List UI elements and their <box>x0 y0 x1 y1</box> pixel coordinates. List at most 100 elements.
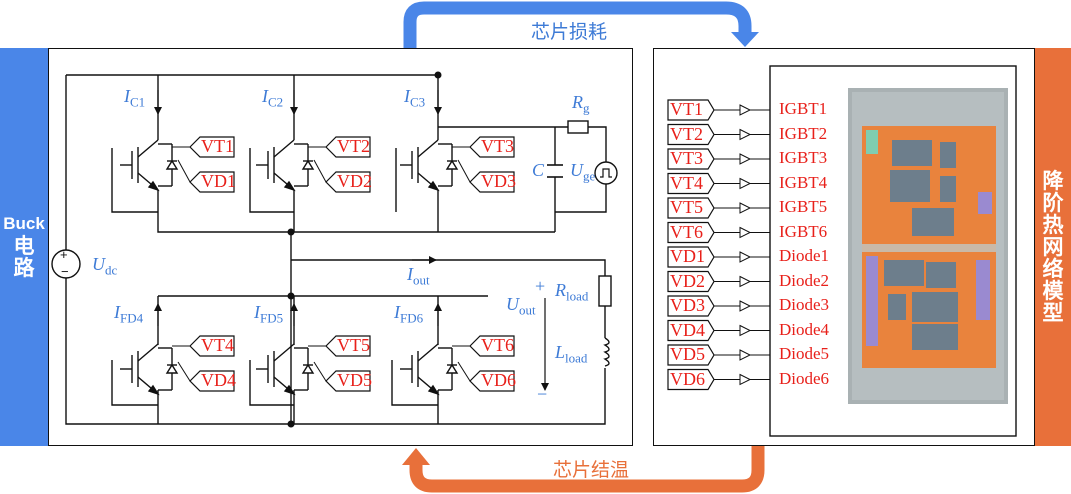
diode-current-6-symbol: I <box>394 302 400 322</box>
thermal-input-box-12 <box>667 368 715 391</box>
udc-label-symbol: U <box>92 254 105 274</box>
thermal-model-label-char: 型 <box>1042 301 1064 326</box>
uge-source-symbol <box>594 161 618 185</box>
thermal-input-label: VD1 <box>670 246 705 266</box>
uout-label: Uout <box>506 294 536 319</box>
thermal-input-box-10 <box>667 319 715 342</box>
lower-igbt-4 <box>120 343 179 396</box>
chip-loss-arrow <box>403 1 752 48</box>
thermal-input-box-5 <box>667 197 715 219</box>
thermal-input-label: VD5 <box>670 344 705 364</box>
lower-vt-6-label: VT6 <box>481 335 514 355</box>
upper-vt-1-box <box>189 136 235 158</box>
upper-igbt-2 <box>256 139 315 192</box>
diode-current-5: IFD5 <box>254 302 283 327</box>
iout-label-subscript: out <box>413 272 430 288</box>
lower-vt-5-label: VT5 <box>337 335 370 355</box>
rload-label: Rload <box>555 280 588 305</box>
buck-label-char-1: 电 <box>13 233 35 258</box>
thermal-input-label: VT1 <box>670 99 703 119</box>
thermal-input-arrow-6 <box>739 226 752 239</box>
current-arrows <box>154 90 549 391</box>
rload-label-symbol: R <box>555 280 566 300</box>
thermal-output-label: IGBT5 <box>779 197 828 216</box>
thermal-input-arrow-4 <box>739 177 752 190</box>
uge-label-subscript: ge <box>583 168 596 184</box>
collector-current-1-symbol: I <box>124 86 130 106</box>
thermal-output-label: Diode5 <box>779 344 830 363</box>
dc-plus: + <box>60 247 68 262</box>
lower-vt-4-box <box>189 335 235 357</box>
thermal-output-label: IGBT4 <box>779 172 828 192</box>
thermal-input-label: VT6 <box>670 221 703 242</box>
diode-current-6: IFD6 <box>394 302 423 327</box>
thermal-input-label: VD4 <box>670 319 705 340</box>
thermal-input-label: VT2 <box>670 123 703 144</box>
upper-vd-1-label: VD1 <box>201 171 236 191</box>
thermal-output-label: IGBT6 <box>779 221 828 241</box>
upper-igbt-1 <box>120 139 179 192</box>
collector-current-2-symbol: I <box>262 86 268 106</box>
chip-loss-arrowhead <box>731 32 759 47</box>
diode-current-4: IFD4 <box>114 302 143 327</box>
lower-vd-4-label: VD4 <box>201 370 236 390</box>
thermal-output-label: Diode6 <box>779 368 830 388</box>
thermal-model-label-char: 阶 <box>1042 190 1064 215</box>
thermal-model-label-char: 模 <box>1042 279 1064 304</box>
diode-current-5-symbol: I <box>254 302 260 322</box>
lower-vt-5-box <box>325 335 371 357</box>
chip-loss-label: 芯片损耗 <box>531 22 608 43</box>
thermal-input-arrow-11 <box>739 349 752 361</box>
thermal-input-arrow-10 <box>739 324 752 337</box>
upper-igbt-3 <box>400 139 459 192</box>
diode-current-6-subscript: FD6 <box>400 310 424 326</box>
uout-label-symbol: U <box>506 294 519 314</box>
lower-vd-5-label: VD5 <box>337 370 372 390</box>
collector-current-3-subscript: C3 <box>410 94 426 110</box>
lower-vd-6-box <box>469 370 515 392</box>
rg-resistor <box>567 120 589 134</box>
thermal-input-label: VD3 <box>670 295 705 315</box>
capacitor-label: C <box>532 160 545 180</box>
thermal-input-label: VD2 <box>670 270 705 291</box>
thermal-model-label-char: 降 <box>1042 168 1064 193</box>
rload-resistor <box>598 275 612 307</box>
buck-label: Buck <box>3 214 45 234</box>
iout-label-symbol: I <box>407 264 413 284</box>
collector-current-3-symbol: I <box>404 86 410 106</box>
thermal-input-label: VD6 <box>670 368 705 389</box>
udc-label: Udc <box>92 254 117 279</box>
thermal-input-arrow-12 <box>739 373 752 386</box>
thermal-input-label: VT5 <box>670 197 703 217</box>
lload-label: Lload <box>555 342 587 367</box>
buck-label-char-2: 路 <box>13 255 35 280</box>
lower-vd-6-label: VD6 <box>481 370 516 390</box>
uout-plus-label: + <box>535 276 546 296</box>
thermal-input-box-1 <box>667 99 715 121</box>
thermal-model-frame <box>653 48 1035 446</box>
igbt-module-image <box>848 88 1008 404</box>
upper-vt-2-box <box>325 136 371 158</box>
thermal-output-label: Diode4 <box>779 319 830 339</box>
uout-label-subscript: out <box>519 302 536 318</box>
collector-current-1: IC1 <box>124 86 145 111</box>
diode-current-4-subscript: FD4 <box>120 310 144 326</box>
lower-vt-4-label: VT4 <box>201 335 234 355</box>
rload-label-subscript: load <box>566 288 589 304</box>
rg-label-symbol: R <box>572 92 583 112</box>
thermal-input-box-6 <box>667 221 715 244</box>
thermal-input-arrow-2 <box>739 128 752 141</box>
lower-vd-5-box <box>325 370 371 392</box>
upper-vd-1-box <box>189 171 235 193</box>
thermal-input-box-4 <box>667 172 715 195</box>
junction-dots <box>287 71 442 428</box>
upper-vd-3-box <box>469 171 515 193</box>
thermal-output-label: IGBT1 <box>779 99 828 118</box>
thermal-output-label: IGBT2 <box>779 123 828 143</box>
udc-label-subscript: dc <box>105 262 118 278</box>
lower-igbt-5 <box>256 343 315 396</box>
collector-current-1-subscript: C1 <box>130 94 146 110</box>
thermal-input-arrow-9 <box>739 300 752 312</box>
